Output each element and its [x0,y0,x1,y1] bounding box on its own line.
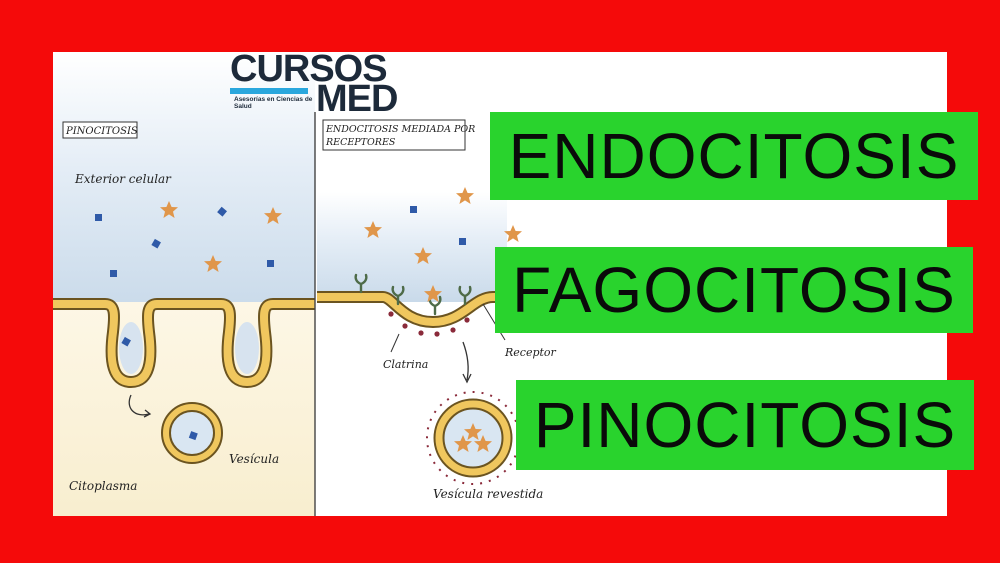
logo-line2: MED [316,78,398,120]
receptor-title-line2: RECEPTORES [325,137,396,148]
exterior-label: Exterior celular [74,172,172,186]
molecules-left [95,201,282,347]
cursos-med-logo: CURSOS MED Asesorías en Ciencias de Salu… [230,48,398,120]
pinocytosis-title: PINOCITOSIS [65,126,138,137]
logo-bar [230,88,308,94]
receptor-title-line1: ENDOCITOSIS MEDIADA POR [325,124,475,135]
molecules-right [364,187,522,302]
clathrin-label: Clatrina [383,358,428,371]
coated-vesicle-label: Vesícula revestida [433,487,543,501]
logo-tagline: Asesorías en Ciencias de Salud [234,96,313,110]
vesicle-label: Vesícula [229,452,279,466]
endocytosis-diagram: PINOCITOSIS Exterior celular Citoplasma … [53,52,557,516]
exterior-area [53,52,315,312]
banner-pinocitosis: PINOCITOSIS [516,380,974,470]
banner-endocitosis: ENDOCITOSIS [490,112,978,200]
receptor-label: Receptor [504,346,557,359]
logo-line1: CURSOS [230,48,388,90]
receptor-mediated-panel: ENDOCITOSIS MEDIADA POR RECEPTORES Clatr… [317,119,557,516]
pinocytosis-panel: PINOCITOSIS Exterior celular Citoplasma … [53,52,315,516]
banner-fagocitosis: FAGOCITOSIS [495,247,973,333]
cytoplasm-label: Citoplasma [69,479,137,493]
